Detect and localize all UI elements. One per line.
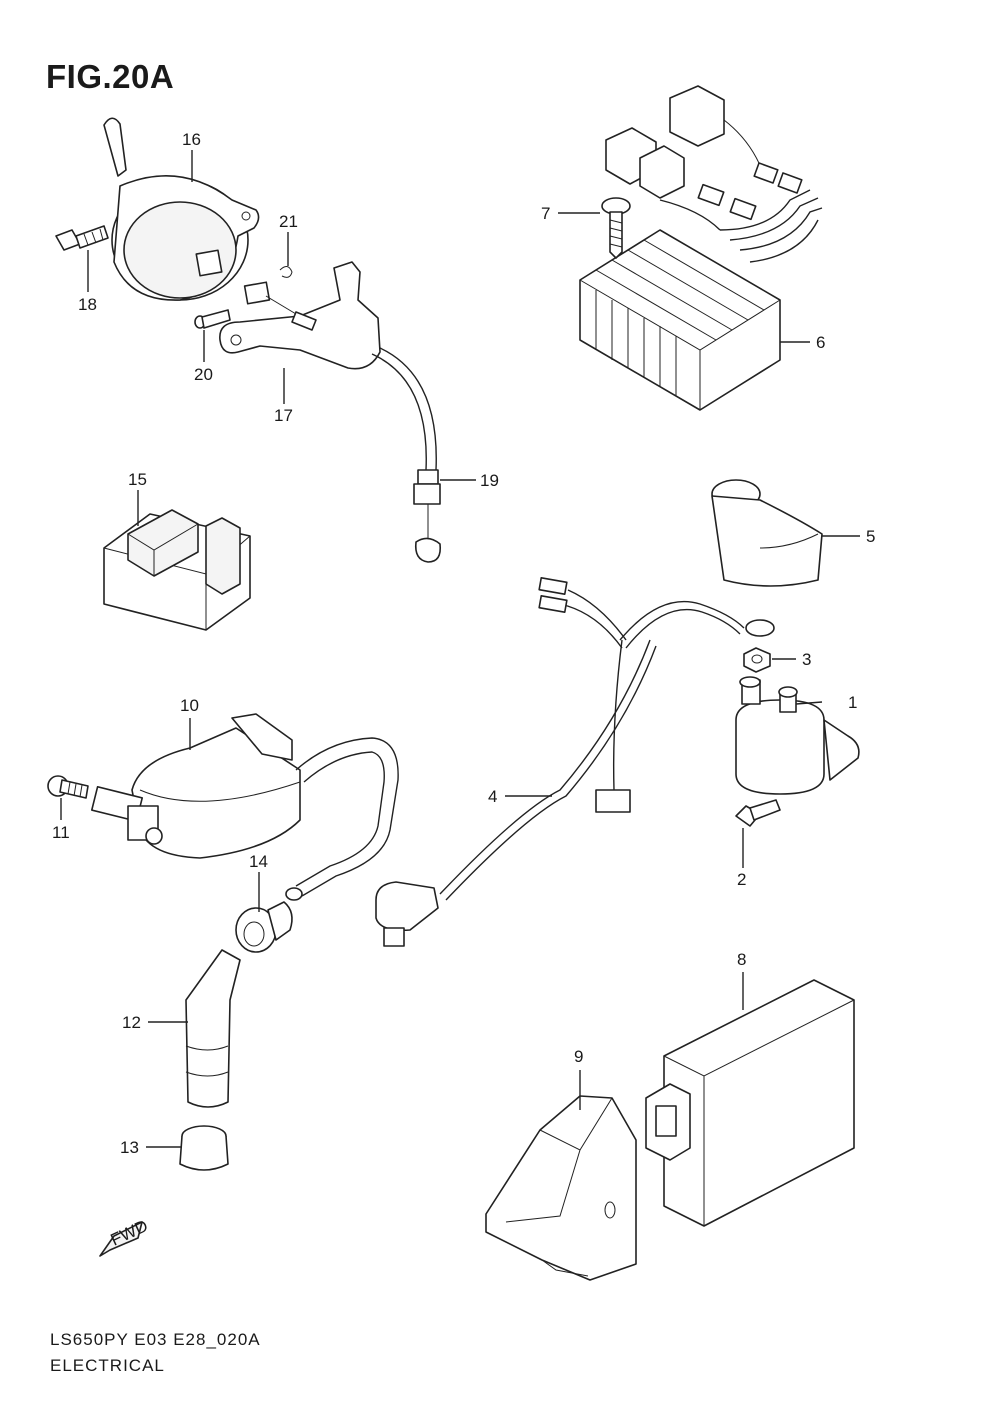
callout-3: 3 bbox=[802, 650, 811, 669]
part-13-cap bbox=[179, 1125, 229, 1171]
callout-10: 10 bbox=[180, 696, 199, 715]
part-7-screw bbox=[601, 197, 631, 259]
callout-17: 17 bbox=[274, 406, 293, 425]
callout-18: 18 bbox=[78, 295, 97, 314]
callout-2: 2 bbox=[737, 870, 746, 889]
part-3-nut bbox=[743, 647, 771, 673]
callout-21: 21 bbox=[279, 212, 298, 231]
part-19-switch bbox=[413, 469, 442, 563]
callout-13: 13 bbox=[120, 1138, 139, 1157]
fwd-label: FWD bbox=[108, 1216, 151, 1250]
callout-15: 15 bbox=[128, 470, 147, 489]
callout-9: 9 bbox=[574, 1047, 583, 1066]
part-14-seal bbox=[235, 901, 293, 953]
part-8-control-unit bbox=[645, 979, 855, 1227]
part-11-screw bbox=[47, 775, 89, 799]
callout-12: 12 bbox=[122, 1013, 141, 1032]
callouts: 1 2 3 4 5 6 7 8 9 10 11 12 13 14 15 16 1 bbox=[52, 130, 875, 1157]
callout-4: 4 bbox=[488, 787, 497, 806]
figure-title: FIG.20A bbox=[46, 58, 175, 95]
part-6-regulator bbox=[579, 85, 823, 411]
part-1-starter-relay bbox=[735, 676, 860, 795]
callout-6: 6 bbox=[816, 333, 825, 352]
callout-7: 7 bbox=[541, 204, 550, 223]
part-4-harness bbox=[375, 577, 775, 947]
figure-name: ELECTRICAL bbox=[50, 1356, 165, 1375]
part-21-clip bbox=[279, 266, 293, 278]
fwd-arrow-icon: FWD bbox=[99, 1216, 151, 1257]
callout-11: 11 bbox=[52, 823, 70, 842]
part-5-cap bbox=[711, 479, 823, 587]
part-10-ignition-coil bbox=[90, 713, 399, 901]
part-2-bolt bbox=[735, 799, 781, 827]
part-12-plug-cap bbox=[185, 949, 241, 1108]
part-20-pin bbox=[194, 309, 231, 329]
callout-19: 19 bbox=[480, 471, 499, 490]
callout-1: 1 bbox=[848, 693, 857, 712]
part-9-cover bbox=[485, 1095, 637, 1281]
callout-8: 8 bbox=[737, 950, 746, 969]
callout-16: 16 bbox=[182, 130, 201, 149]
part-17-bracket bbox=[219, 261, 437, 471]
part-16-horn bbox=[103, 117, 260, 301]
callout-14: 14 bbox=[249, 852, 268, 871]
figure-code: LS650PY E03 E28_020A bbox=[50, 1330, 261, 1349]
callout-5: 5 bbox=[866, 527, 875, 546]
part-18-bolt bbox=[55, 225, 109, 251]
callout-20: 20 bbox=[194, 365, 213, 384]
part-15-relay bbox=[103, 509, 251, 631]
